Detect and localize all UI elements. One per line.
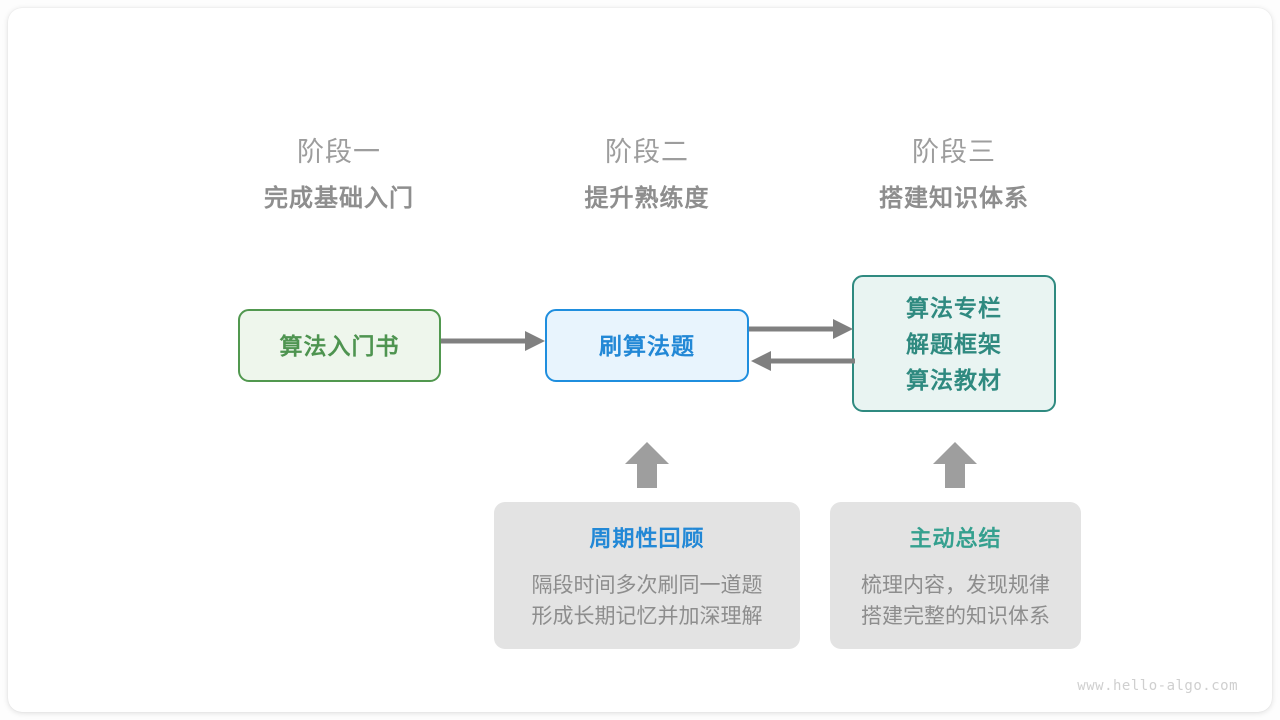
stage-title-3: 搭建知识体系 [879, 185, 1029, 212]
node-learning-resources[interactable]: 算法专栏 解题框架 算法教材 [852, 275, 1056, 412]
stage-index-2: 阶段二 [605, 137, 689, 167]
node-practice-problems[interactable]: 刷算法题 [545, 309, 749, 382]
stage-title-2: 提升熟练度 [584, 185, 710, 212]
note-card-active-summary-title: 主动总结 [909, 526, 1002, 551]
arrow-review-to-practice-icon [625, 442, 669, 488]
note-body-line-2: 搭建完整的知识体系 [861, 605, 1050, 628]
arrow-resources-to-practice-icon [751, 351, 855, 371]
note-card-active-summary-body: 梳理内容，发现规律 搭建完整的知识体系 [830, 570, 1081, 632]
diagram-canvas: 阶段一 完成基础入门 阶段二 提升熟练度 阶段三 搭建知识体系 算法入门书 刷算… [8, 8, 1272, 712]
note-card-periodic-review-title: 周期性回顾 [589, 526, 705, 551]
arrow-summary-to-resources-icon [933, 442, 977, 488]
stage-header-2: 阶段二 提升熟练度 [497, 135, 797, 215]
stage-index-3: 阶段三 [912, 137, 996, 167]
node-resources-line-2: 解题框架 [906, 330, 1002, 357]
note-card-periodic-review[interactable]: 周期性回顾 隔段时间多次刷同一道题 形成长期记忆并加深理解 [494, 502, 800, 649]
arrow-practice-to-resources-icon [749, 319, 853, 339]
node-algorithm-intro-book[interactable]: 算法入门书 [238, 309, 441, 382]
node-resources-line-1: 算法专栏 [906, 294, 1002, 321]
stage-title-1: 完成基础入门 [264, 185, 414, 212]
stage-index-1: 阶段一 [297, 137, 381, 167]
stage-header-1: 阶段一 完成基础入门 [189, 135, 489, 215]
node-algorithm-intro-book-label: 算法入门书 [279, 332, 400, 359]
node-practice-problems-label: 刷算法题 [599, 332, 695, 359]
note-body-line-1: 梳理内容，发现规律 [861, 574, 1050, 597]
note-body-line-2: 形成长期记忆并加深理解 [531, 605, 763, 628]
note-body-line-1: 隔段时间多次刷同一道题 [531, 574, 763, 597]
stage-header-3: 阶段三 搭建知识体系 [804, 135, 1104, 215]
arrow-book-to-practice-icon [441, 331, 545, 351]
note-card-periodic-review-body: 隔段时间多次刷同一道题 形成长期记忆并加深理解 [494, 570, 800, 632]
node-resources-line-3: 算法教材 [906, 366, 1002, 393]
note-card-active-summary[interactable]: 主动总结 梳理内容，发现规律 搭建完整的知识体系 [830, 502, 1081, 649]
watermark: www.hello-algo.com [1077, 678, 1238, 694]
